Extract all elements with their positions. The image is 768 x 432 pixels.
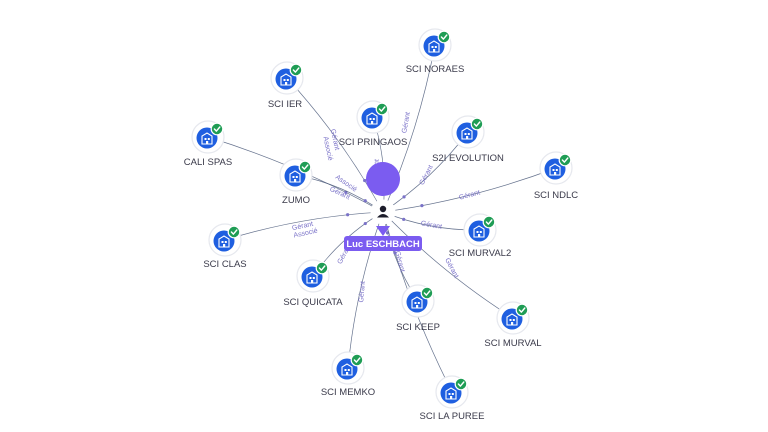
center-pin-tip [376, 226, 390, 236]
check-badge-icon [515, 303, 529, 317]
edge-label: Gérant [458, 189, 481, 201]
node-label: CALI SPAS [184, 157, 232, 168]
node-label: S2I EVOLUTION [432, 153, 504, 164]
node-label: SCI LA PUREE [420, 411, 485, 422]
node-sci-memko[interactable]: SCI MEMKO [321, 351, 375, 398]
node-sci-murval2[interactable]: SCI MURVAL2 [449, 213, 511, 259]
building-icon [306, 271, 318, 284]
center-label-bg [344, 236, 422, 251]
node-label: SCI CLAS [203, 259, 246, 270]
node-label: SCI MURVAL [484, 338, 541, 349]
edge-label: Gérant [420, 220, 442, 231]
check-badge-icon [558, 153, 572, 167]
building-icon [366, 112, 378, 125]
edge-line [382, 167, 557, 213]
center-label: Luc ESCHBACH [346, 239, 420, 250]
node-label: ZUMO [282, 195, 310, 206]
edge-arrow-marker [363, 221, 367, 226]
node-label: SCI KEEP [396, 322, 440, 333]
node-label: SCI MURVAL2 [449, 248, 511, 259]
edge-label: Gérant [358, 281, 367, 303]
edge-arrow-marker [402, 217, 406, 221]
person-icon [377, 205, 389, 218]
building-icon [218, 235, 230, 248]
node-label: SCI MEMKO [321, 387, 375, 398]
building-icon [506, 313, 518, 326]
node-sci-quicata[interactable]: SCI QUICATA [283, 259, 343, 308]
building-icon [549, 163, 561, 176]
node-s2i-evolution[interactable]: S2I EVOLUTION [432, 115, 504, 164]
edge-label: Associé [293, 228, 319, 240]
node-label: SCI IER [268, 99, 302, 110]
node-sci-ndlc[interactable]: SCI NDLC [534, 151, 578, 201]
check-badge-icon [437, 30, 451, 44]
edge-arrow-marker [393, 251, 397, 255]
node-sci-pringaos[interactable]: SCI PRINGAOS [339, 100, 408, 148]
check-badge-icon [470, 117, 484, 131]
check-badge-icon [420, 286, 434, 300]
building-icon [461, 127, 473, 140]
building-icon [428, 40, 440, 53]
check-badge-icon [298, 160, 312, 174]
node-zumo[interactable]: ZUMO [279, 158, 313, 206]
node-sci-keep[interactable]: SCI KEEP [396, 284, 440, 333]
check-badge-icon [454, 377, 468, 391]
edge-label: Gérant [419, 164, 435, 186]
building-icon [473, 225, 485, 238]
node-sci-ier[interactable]: SCI IER [268, 61, 304, 110]
node-sci-clas[interactable]: SCI CLAS [203, 223, 247, 270]
edge-arrow-marker [346, 213, 350, 217]
building-icon [289, 170, 301, 183]
check-badge-icon [227, 225, 241, 239]
edge-line [382, 211, 514, 319]
edge-label: Associé [321, 136, 333, 162]
center-node[interactable]: Luc ESCHBACH [344, 162, 422, 251]
edge-arrow-marker [420, 204, 424, 208]
node-label: SCI NDLC [534, 190, 578, 201]
node-sci-la-puree[interactable]: SCI LA PUREE [420, 375, 485, 422]
node-sci-noraes[interactable]: SCI NORAES [406, 28, 465, 75]
node-label: SCI PRINGAOS [339, 137, 408, 148]
check-badge-icon [375, 102, 389, 116]
edge-arrow-marker [402, 195, 406, 199]
check-badge-icon [350, 353, 364, 367]
center-pin[interactable] [366, 162, 401, 196]
edge-label: Gérant [443, 257, 459, 279]
node-cali-spas[interactable]: CALI SPAS [184, 120, 232, 168]
building-icon [411, 296, 423, 309]
building-icon [201, 132, 213, 145]
nodes-layer: SCI NORAES SCI IER SCI PRINGAOS S2I EVOLUTI… [184, 28, 578, 422]
check-badge-icon [482, 215, 496, 229]
check-badge-icon [315, 261, 329, 275]
edge-label: Gérant [291, 221, 313, 232]
node-label: SCI NORAES [406, 64, 465, 75]
edge-arrow-marker [363, 199, 367, 203]
edge-line [286, 77, 384, 213]
edge-label: Gérant [393, 250, 405, 273]
check-badge-icon [289, 63, 303, 77]
building-icon [341, 363, 353, 376]
edge-label: Gérant [329, 128, 340, 150]
edge-label: Gérant [401, 112, 412, 134]
edge-arrow-marker [363, 178, 367, 183]
building-icon [280, 73, 292, 86]
node-sci-murval[interactable]: SCI MURVAL [484, 301, 542, 349]
edge-line [347, 211, 384, 369]
node-label: SCI QUICATA [283, 297, 343, 308]
building-icon [445, 387, 457, 400]
check-badge-icon [210, 122, 224, 136]
edge-line [224, 211, 384, 241]
